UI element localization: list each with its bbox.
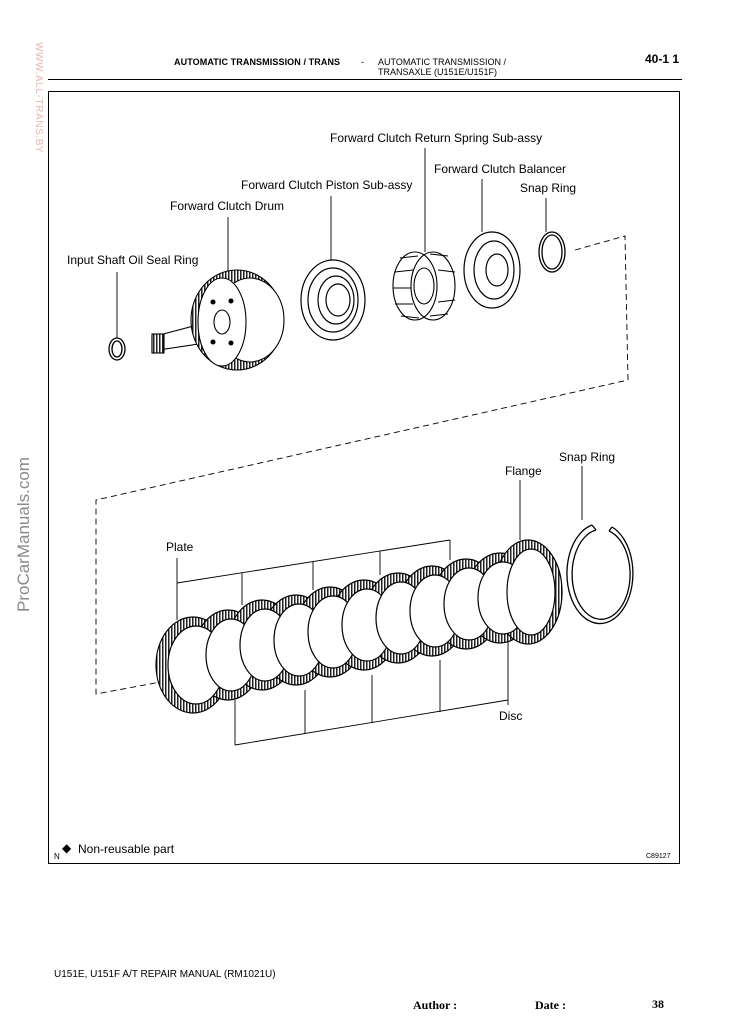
label-piston: Forward Clutch Piston Sub-assy xyxy=(241,178,413,192)
header-section-right-line2: TRANSAXLE (U151E/U151F) xyxy=(378,67,498,77)
corner-mark: N xyxy=(54,852,60,861)
label-snap-ring-top: Snap Ring xyxy=(520,181,577,195)
oil-seal-ring-part xyxy=(108,337,126,361)
label-return-spring: Forward Clutch Return Spring Sub-assy xyxy=(330,131,543,145)
label-disc: Disc xyxy=(499,709,523,723)
plate-disc-stack xyxy=(155,539,563,714)
legend-diamond-icon: ◆ xyxy=(62,841,72,855)
footer-author-label: Author : xyxy=(413,998,458,1012)
leader-lines-top xyxy=(116,148,547,338)
header-section-right-line1: AUTOMATIC TRANSMISSION / xyxy=(378,57,507,67)
figure-code: C89127 xyxy=(646,853,671,860)
clutch-drum-part xyxy=(151,269,285,371)
label-drum: Forward Clutch Drum xyxy=(170,199,285,213)
label-snap-ring-bottom: Snap Ring xyxy=(559,450,616,464)
label-oil-seal-ring: Input Shaft Oil Seal Ring xyxy=(67,253,199,267)
piston-part xyxy=(300,259,366,341)
label-balancer: Forward Clutch Balancer xyxy=(434,162,567,176)
snap-ring-bottom-part xyxy=(566,524,634,625)
header-section-left: AUTOMATIC TRANSMISSION / TRANS xyxy=(174,57,341,67)
page-number: 40-1 1 xyxy=(645,52,680,66)
footer-date-label: Date : xyxy=(535,998,566,1012)
header-separator: - xyxy=(361,57,364,67)
label-plate: Plate xyxy=(166,540,194,554)
legend-text: Non-reusable part xyxy=(78,842,175,856)
balancer-part xyxy=(463,231,521,309)
diagram-frame xyxy=(48,91,680,864)
leader-lines-bottom xyxy=(176,466,583,746)
footer-manual-title: U151E, U151F A/T REPAIR MANUAL (RM1021U) xyxy=(54,969,276,980)
footer-page-number: 38 xyxy=(652,997,664,1011)
return-spring-part xyxy=(392,251,456,321)
label-flange: Flange xyxy=(505,464,542,478)
header-rule xyxy=(48,79,682,80)
snap-ring-top-part xyxy=(538,231,566,273)
side-url-watermark: WWW.ALL-TRANS.BY xyxy=(33,42,44,154)
